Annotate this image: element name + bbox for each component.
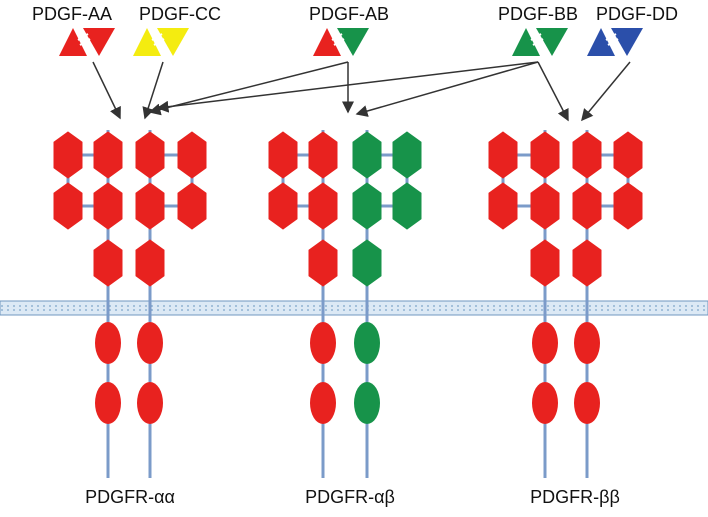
ig-domain-hexagon: [530, 131, 560, 179]
kinase-domain-oval: [137, 382, 163, 424]
ligand-label-aa: PDGF-AA: [31, 4, 113, 24]
disulfide-bond: [153, 38, 165, 46]
kinase-domain-oval: [574, 322, 600, 364]
ig-domain-hexagon: [308, 131, 338, 179]
ig-domain-hexagon: [135, 182, 165, 230]
disulfide-bond: [607, 38, 619, 46]
ig-domain-hexagon: [135, 239, 165, 287]
ig-domain-hexagon: [613, 131, 643, 179]
receptor-label-bb: PDGFR-ββ: [530, 487, 620, 507]
disulfide-bond: [532, 38, 544, 46]
disulfide-bond: [77, 33, 89, 41]
binding-arrow: [355, 61, 539, 117]
disulfide-bond: [530, 33, 542, 41]
ig-domain-hexagon: [392, 131, 422, 179]
kinase-domain-oval: [95, 322, 121, 364]
binding-arrow: [156, 61, 539, 113]
ligand-label-ab: PDGF-AB: [308, 4, 390, 24]
kinase-domain-oval: [354, 382, 380, 424]
ligand-subunit-triangle: [611, 28, 643, 56]
disulfide-bond: [331, 33, 343, 41]
ig-domain-hexagon: [177, 182, 207, 230]
ligand-label-cc: PDGF-CC: [139, 4, 221, 24]
ig-domain-hexagon: [135, 131, 165, 179]
ig-domain-hexagon: [308, 182, 338, 230]
ig-domain-hexagon: [613, 182, 643, 230]
ligand-subunit-triangle: [313, 28, 341, 56]
ig-domain-hexagon: [53, 131, 83, 179]
ligand-subunit-triangle: [536, 28, 568, 56]
kinase-domain-oval: [532, 382, 558, 424]
ig-domain-hexagon: [268, 131, 298, 179]
ig-domain-hexagon: [352, 182, 382, 230]
ig-domain-hexagon: [352, 239, 382, 287]
ig-domain-hexagon: [530, 239, 560, 287]
disulfide-bond: [333, 38, 345, 46]
ligand-subunit-triangle: [337, 28, 369, 56]
ig-domain-hexagon: [352, 131, 382, 179]
ligand-label-dd: PDGF-DD: [596, 4, 678, 24]
ig-domain-hexagon: [308, 239, 338, 287]
ligand-dd: [587, 28, 643, 56]
binding-arrow: [92, 61, 121, 120]
receptor-label-ab: PDGFR-αβ: [305, 487, 395, 507]
ligand-subunit-triangle: [587, 28, 615, 56]
receptor-domains: [53, 131, 643, 424]
ig-domain-hexagon: [392, 182, 422, 230]
ig-domain-hexagon: [572, 131, 602, 179]
ligand-subunit-triangle: [133, 28, 161, 56]
ligand-subunit-triangle: [59, 28, 87, 56]
ligand-aa: [59, 28, 115, 56]
kinase-domain-oval: [137, 322, 163, 364]
ligand-subunit-triangle: [512, 28, 540, 56]
ig-domain-hexagon: [93, 182, 123, 230]
binding-arrows: [92, 61, 631, 122]
ig-domain-hexagon: [488, 182, 518, 230]
ligand-ab: [313, 28, 369, 56]
ig-domain-hexagon: [53, 182, 83, 230]
ig-domain-hexagon: [488, 131, 518, 179]
kinase-domain-oval: [310, 322, 336, 364]
ig-domain-hexagon: [572, 182, 602, 230]
disulfide-bond: [79, 38, 91, 46]
ig-domain-hexagon: [93, 239, 123, 287]
ig-domain-hexagon: [177, 131, 207, 179]
binding-arrow: [148, 61, 349, 116]
disulfide-bond: [151, 33, 163, 41]
ig-domain-hexagon: [268, 182, 298, 230]
kinase-domain-oval: [354, 322, 380, 364]
receptor-label-aa: PDGFR-αα: [85, 487, 175, 507]
ig-domain-hexagon: [93, 131, 123, 179]
disulfide-bond: [605, 33, 617, 41]
ig-domain-hexagon: [530, 182, 560, 230]
kinase-domain-oval: [532, 322, 558, 364]
kinase-domain-oval: [310, 382, 336, 424]
ig-domain-hexagon: [572, 239, 602, 287]
cell-membrane: [0, 300, 708, 316]
ligand-shapes: [59, 28, 643, 56]
kinase-domain-oval: [574, 382, 600, 424]
kinase-domain-oval: [95, 382, 121, 424]
ligand-subunit-triangle: [83, 28, 115, 56]
ligand-subunit-triangle: [157, 28, 189, 56]
binding-arrow: [581, 61, 631, 122]
ligand-label-bb: PDGF-BB: [497, 4, 579, 24]
binding-arrow: [537, 61, 569, 122]
ligand-bb: [512, 28, 568, 56]
binding-arrow: [142, 61, 164, 120]
ligand-cc: [133, 28, 189, 56]
